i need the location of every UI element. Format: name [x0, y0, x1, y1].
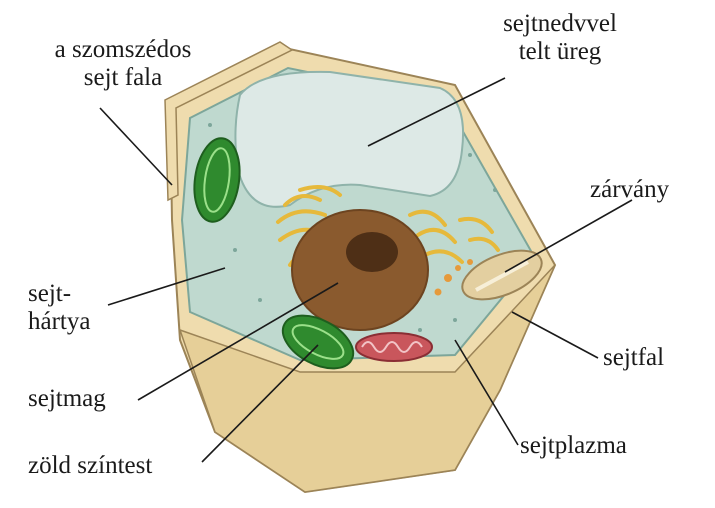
label-cytoplasm: sejtplazma: [520, 432, 627, 459]
leader-chloroplast: [201, 344, 319, 463]
leader-nucleus: [137, 282, 339, 401]
label-chloroplast: zöld színtest: [28, 452, 153, 479]
label-vacuole: sejtnedvvel telt üreg: [503, 10, 617, 65]
leader-membrane: [107, 267, 226, 306]
cell-wall-front-face: [178, 264, 556, 493]
vesicles: [434, 259, 473, 296]
label-membrane: sejt- hártya: [28, 280, 91, 335]
nucleus: [291, 209, 429, 331]
chloroplast-lower: [281, 314, 355, 370]
leader-cytoplasm: [454, 339, 519, 446]
label-nucleus: sejtmag: [28, 385, 106, 412]
leader-neighbor-wall: [99, 107, 173, 186]
leader-cell-wall: [511, 311, 599, 359]
label-cell-wall: sejtfal: [603, 344, 665, 371]
ribosome-dots: [208, 123, 497, 332]
golgi-apparatus: [276, 184, 500, 267]
neighbor-cell-wall: [164, 41, 294, 202]
leader-inclusion: [504, 199, 633, 273]
chloroplast-upper: [193, 137, 241, 223]
nucleolus: [346, 232, 398, 272]
mitochondrion: [355, 332, 433, 362]
leader-lines: [99, 77, 633, 463]
label-inclusion: zárvány: [590, 176, 670, 203]
leader-vacuole: [367, 77, 506, 147]
label-neighbor-wall: a szomszédos sejt fala: [54, 36, 192, 91]
